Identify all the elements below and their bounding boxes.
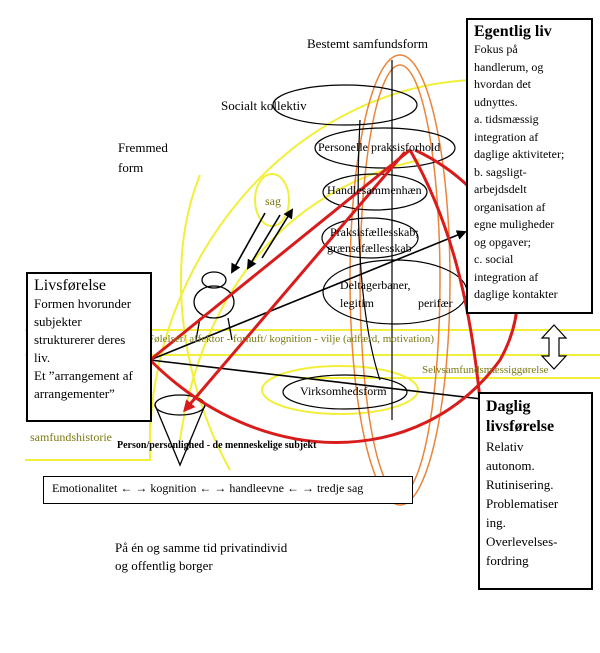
livsforelse-title: Livsførelse [34,277,106,294]
label-person: Person/personlighed - de menneskelige su… [117,440,317,451]
label-fremmed-2: form [118,160,144,175]
label-folelser: Følelser/ affektor - fornuft/ kognition … [148,333,435,345]
arrow-to-sag [261,208,294,259]
daglig-livsforelse-title: Daglig livsførelse [486,398,555,435]
egentlig-liv-box: Egentlig liv Fokus på handlerum, og hvor… [466,18,593,314]
label-socialt: Socialt kollektiv [221,98,307,113]
label-handle: Handlesammenhæn [327,183,422,197]
ellipse-handle [322,173,428,211]
livsforelse-box: Livsførelse Formen hvorunder subjekter s… [26,272,152,422]
ellipse-praksis [321,217,419,259]
label-praksis-2: grænsefællesskab [327,241,412,255]
label-personelle: Personelle praksisforhold [318,140,441,154]
daglig-livsforelse-body: Relativ autonom. Rutinisering. Problemat… [486,439,559,568]
red-triangle-top [149,148,411,362]
label-deltager-1: Deltagerbaner, [340,278,411,292]
label-selvsamfund: Selvsamfundsmæssiggørelse [422,364,549,376]
label-privat-2: og offentlig borger [115,558,213,573]
double-arrow-icon [540,324,568,370]
red-triangle-inner [408,149,482,401]
ellipse-socialt [272,84,418,126]
person-figure-icon [193,271,235,341]
label-sag: sag [265,194,281,208]
yellow-virksomhed-ring [261,365,419,415]
arrow-to-daglig [149,359,492,405]
egentlig-liv-title: Egentlig liv [474,23,552,40]
arrow-from-sag-2 [246,214,281,270]
label-samfundshistorie: samfundshistorie [30,430,112,444]
red-triangle-left [183,151,407,413]
label-perifaer: perifær [418,296,453,310]
label-privat-1: På én og samme tid privatindivid [115,540,288,555]
arrow-from-sag-1 [231,212,266,274]
ellipse-virksomhed [282,374,408,410]
orange-ring-outer [349,54,451,506]
label-fremmed-1: Fremmed [118,140,168,155]
label-deltager-2: legitim [340,296,374,310]
label-virksomhed: Virksomhedsform [300,384,387,398]
yellow-sag-ellipse [254,173,290,227]
yellow-arc-left [179,174,231,471]
emotion-chain-box: Emotionalitet ← → kognition ← → handleev… [43,476,413,504]
label-bestemt: Bestemt samfundsform [307,36,428,51]
daglig-livsforelse-box: Daglig livsførelse Relativ autonom. Ruti… [478,392,593,590]
stack-curve [357,119,381,381]
label-praksis-1: Praksisfællesskab; [330,225,419,239]
egentlig-liv-body: Fokus på handlerum, og hvordan det udnyt… [474,42,565,301]
cone-icon [154,394,206,467]
arrow-to-egentlig [149,230,467,361]
livsforelse-body: Formen hvorunder subjekter strukturerer … [34,296,133,401]
ellipse-personelle [314,127,456,169]
emotion-chain-text: Emotionalitet ← → kognition ← → handleev… [52,481,364,495]
